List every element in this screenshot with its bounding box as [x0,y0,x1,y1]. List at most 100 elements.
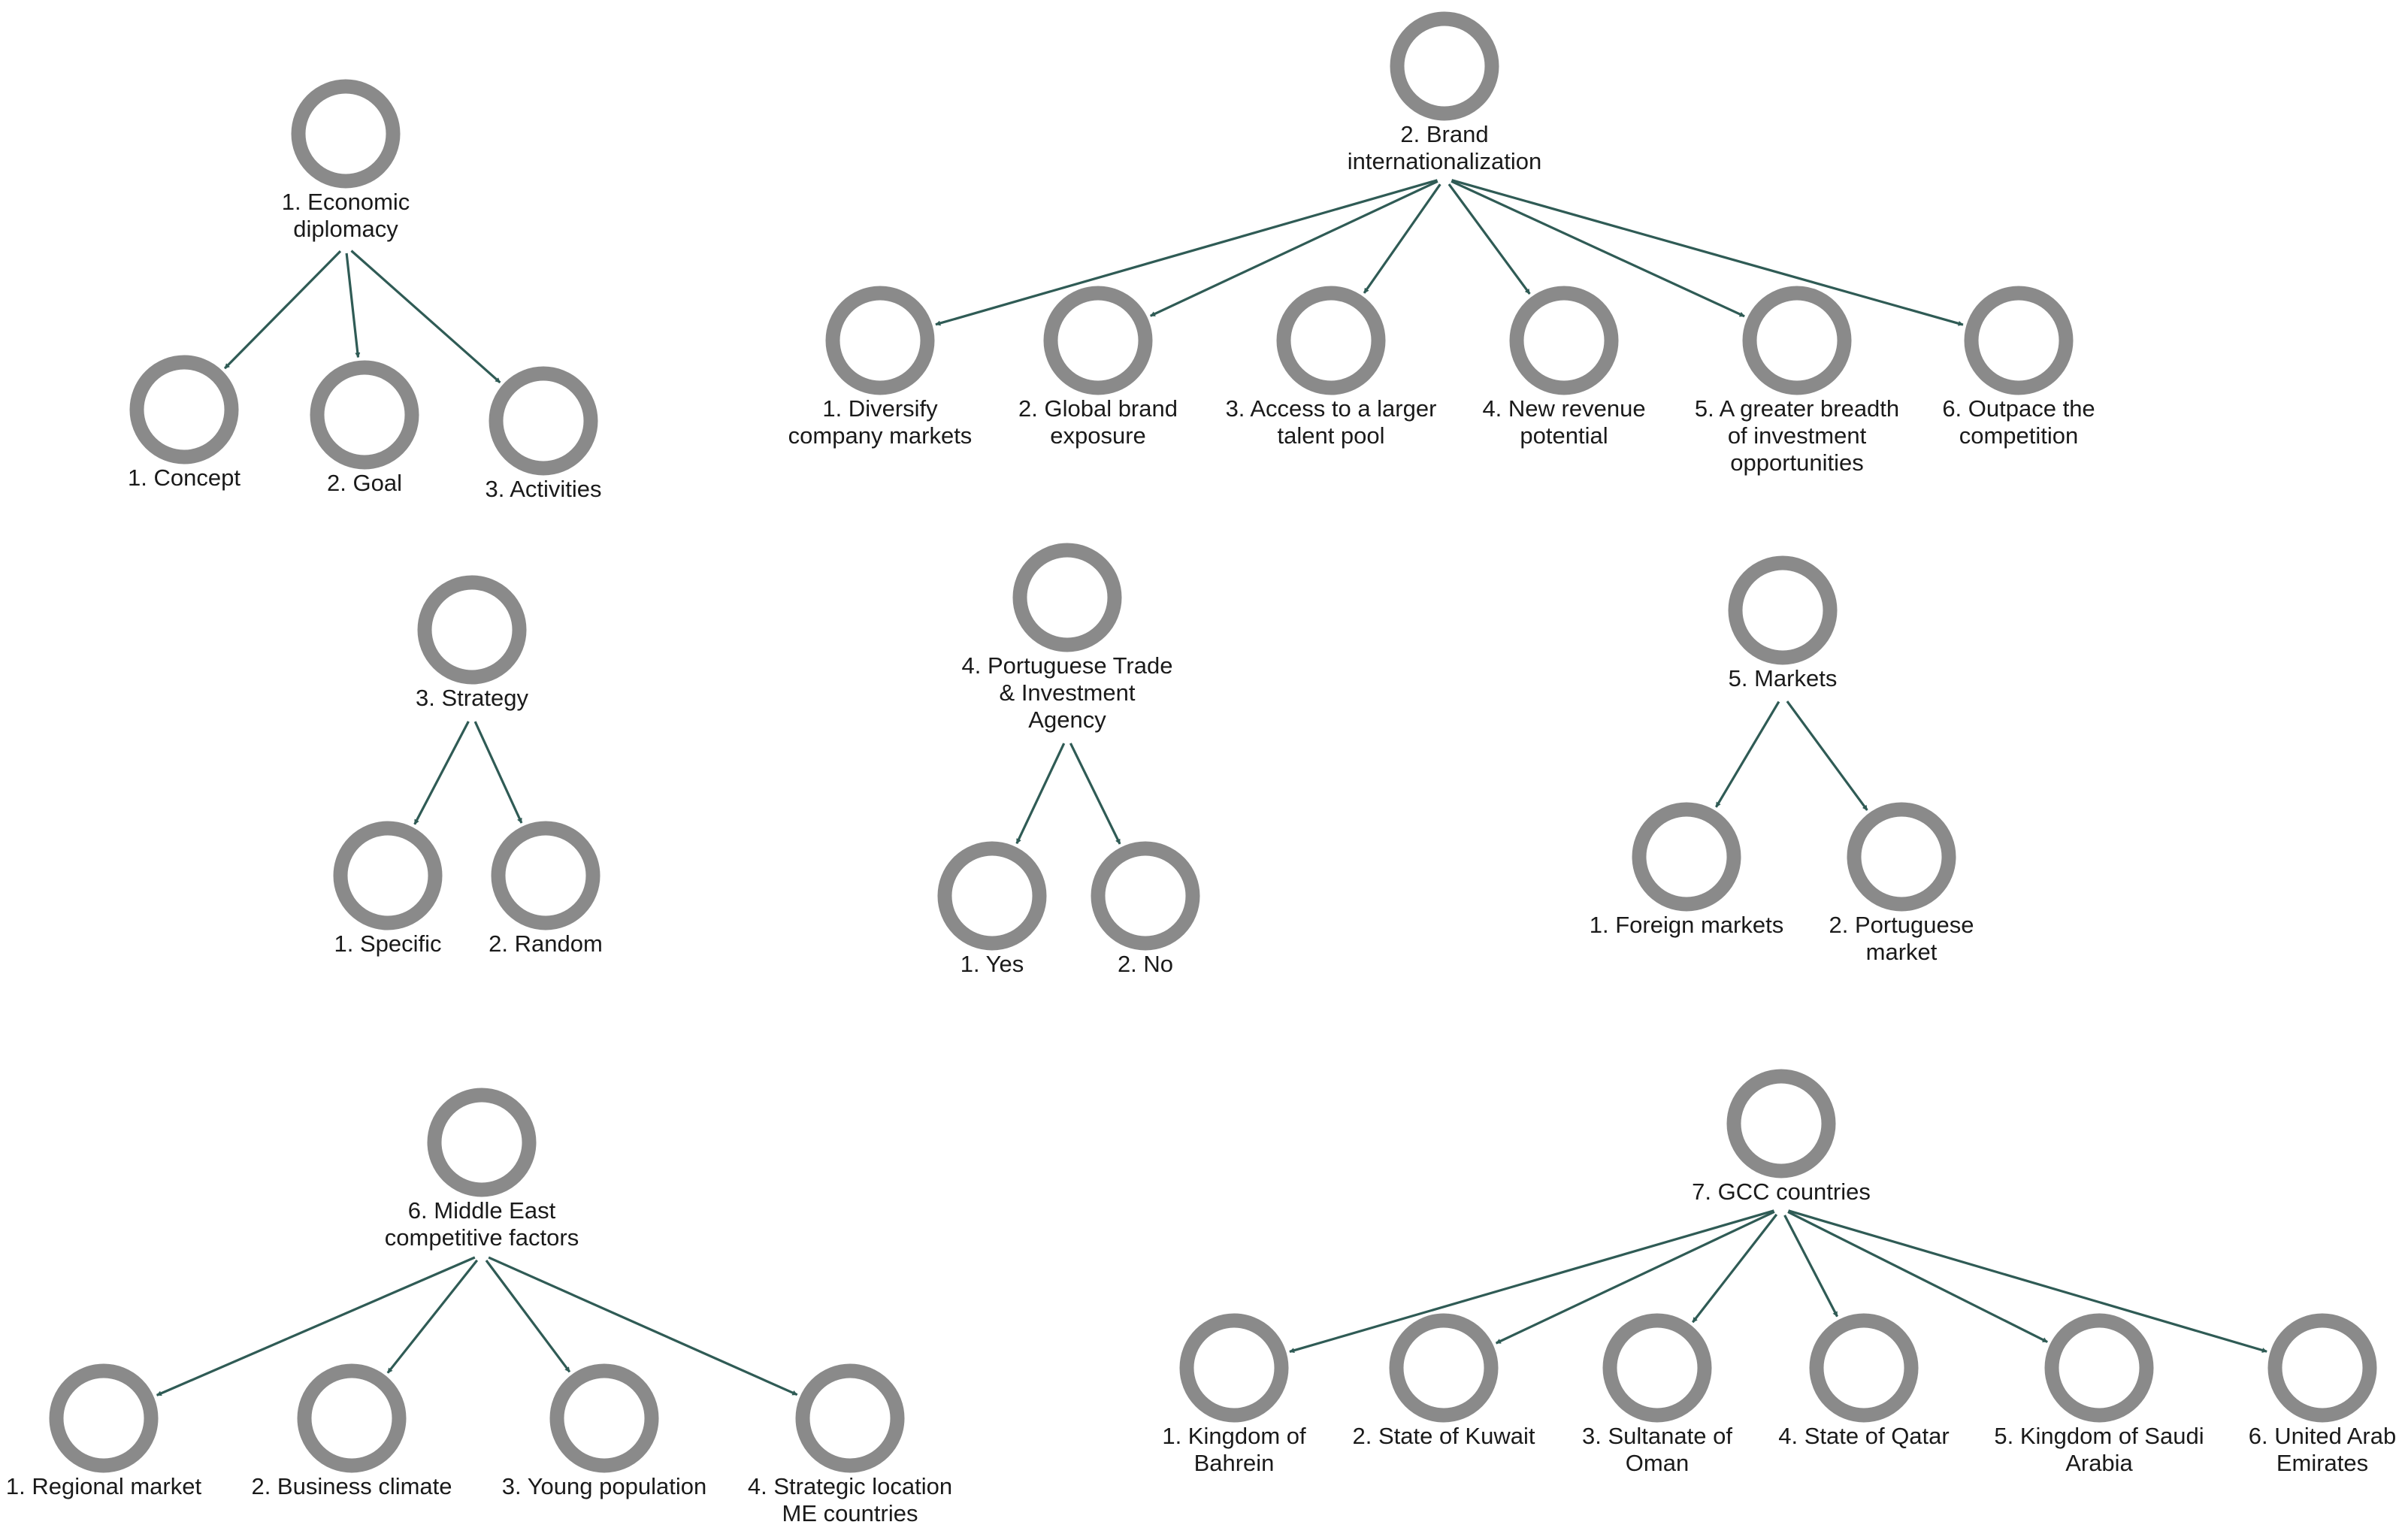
edge-gcc-countries-4 [1783,1215,1838,1318]
child-node-middle-east-factors-3-label: 3. Young population [502,1473,706,1499]
child-node-portuguese-trade-agency-2-label: 2. No [1118,951,1173,977]
edge-gcc-countries-6 [1788,1209,2267,1353]
edge-brand-internationalization-6 [1451,179,1964,326]
child-node-markets-1-label: 1. Foreign markets [1590,912,1783,938]
child-node-gcc-countries-4-label: 4. State of Qatar [1778,1423,1949,1449]
edge-economic-diplomacy-2 [345,253,361,359]
child-node-portuguese-trade-agency-2-circle [1091,841,1200,951]
child-node-economic-diplomacy-3: 3. Activities [485,366,602,502]
edge-gcc-countries-5 [1787,1211,2048,1343]
child-node-economic-diplomacy-2-label: 2. Goal [327,470,402,496]
edge-economic-diplomacy-3 [350,250,501,384]
child-node-middle-east-factors-3-circle [549,1363,659,1473]
edge-brand-internationalization-2 [1150,180,1438,317]
child-node-gcc-countries-2-circle [1389,1313,1499,1423]
child-node-economic-diplomacy-1-circle [129,355,239,464]
child-node-brand-internationalization-3-circle [1276,286,1386,395]
child-node-middle-east-factors-2: 2. Business climate [251,1363,452,1499]
root-node-markets-circle [1728,555,1838,665]
edge-economic-diplomacy-1 [223,250,342,370]
child-node-gcc-countries-1-circle [1179,1313,1289,1423]
child-node-brand-internationalization-1-circle [825,286,935,395]
child-node-gcc-countries-6-circle [2267,1313,2377,1423]
root-node-gcc-countries-circle [1726,1069,1836,1178]
child-node-strategy-1-label: 1. Specific [334,930,441,957]
edge-brand-internationalization-5 [1451,180,1745,318]
child-node-gcc-countries-2: 2. State of Kuwait [1353,1313,1535,1449]
edge-strategy-2 [473,721,523,824]
child-node-strategy-1: 1. Specific [333,821,443,957]
edge-gcc-countries-1 [1289,1209,1774,1354]
edge-portuguese-trade-agency-2 [1069,743,1121,845]
child-node-portuguese-trade-agency-1-label: 1. Yes [960,951,1024,977]
child-node-gcc-countries-5-circle [2044,1313,2154,1423]
child-node-economic-diplomacy-2-circle [310,360,419,470]
child-node-gcc-countries-4: 4. State of Qatar [1778,1313,1950,1449]
root-node-markets-label: 5. Markets [1729,665,1838,691]
child-node-middle-east-factors-1-label: 1. Regional market [6,1473,202,1499]
child-node-economic-diplomacy-2: 2. Goal [310,360,419,496]
child-node-brand-internationalization-5-circle [1742,286,1852,395]
edge-portuguese-trade-agency-1 [1015,743,1066,845]
child-node-middle-east-factors-1: 1. Regional market [6,1363,202,1499]
edge-middle-east-factors-1 [156,1256,476,1396]
edge-middle-east-factors-3 [485,1260,571,1373]
edge-brand-internationalization-1 [935,179,1438,326]
root-node-gcc-countries: 7. GCC countries [1692,1069,1871,1205]
child-node-middle-east-factors-4-circle [795,1363,905,1473]
edge-markets-2 [1786,700,1868,811]
edge-markets-1 [1715,700,1780,808]
root-node-markets: 5. Markets [1728,555,1838,691]
child-node-portuguese-trade-agency-1: 1. Yes [937,841,1047,977]
edges-layer [156,179,2267,1396]
edge-brand-internationalization-3 [1363,183,1441,294]
child-node-markets-1: 1. Foreign markets [1590,802,1783,938]
root-node-middle-east-factors-circle [427,1088,537,1197]
edge-gcc-countries-3 [1692,1213,1778,1324]
child-node-economic-diplomacy-3-circle [489,366,598,476]
child-node-brand-internationalization-4-circle [1509,286,1619,395]
child-node-strategy-2-label: 2. Random [489,930,603,957]
root-node-strategy-label: 3. Strategy [416,685,528,711]
edge-middle-east-factors-4 [488,1256,798,1396]
child-node-middle-east-factors-2-label: 2. Business climate [251,1473,452,1499]
child-node-markets-2-circle [1847,802,1956,912]
child-node-middle-east-factors-1-circle [49,1363,159,1473]
child-node-gcc-countries-4-circle [1809,1313,1919,1423]
root-node-portuguese-trade-agency-circle [1012,543,1122,652]
child-node-brand-internationalization-2-circle [1043,286,1153,395]
child-node-portuguese-trade-agency-2: 2. No [1091,841,1200,977]
root-node-gcc-countries-label: 7. GCC countries [1692,1178,1871,1205]
child-node-gcc-countries-2-label: 2. State of Kuwait [1353,1423,1535,1449]
root-node-strategy-circle [417,575,527,685]
